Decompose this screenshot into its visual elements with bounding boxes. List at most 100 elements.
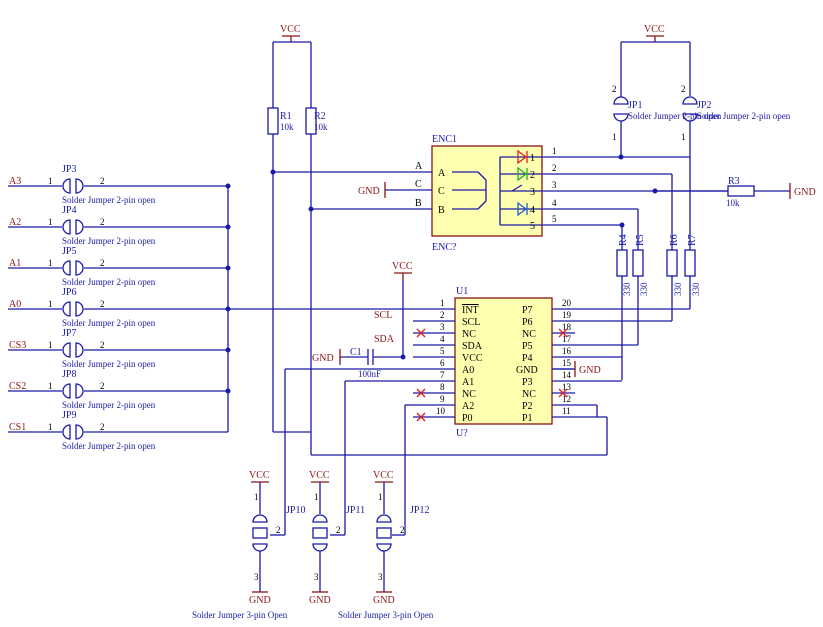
u1-name-p6: P6 (522, 317, 533, 328)
u1-comment: U? (456, 428, 468, 439)
jp11-pin1: 1 (314, 492, 319, 502)
jumper-jp4: A2 JP4 Solder Jumper 2-pin open 1 2 (8, 205, 231, 246)
u1-name-p4: P4 (522, 353, 533, 364)
enc-inner-b: B (438, 205, 445, 216)
r1-designator: R1 (280, 111, 292, 122)
nc-markers (416, 328, 568, 422)
jumper-jp1: JP1 Solder Jumper 2-pin open 2 1 (612, 84, 722, 157)
jp9-pin2: 2 (100, 422, 105, 432)
enc-pin-5-inner: 5 (530, 221, 535, 232)
u1-name-int: INT (462, 305, 479, 316)
u1-pin-5: 5 (440, 346, 445, 356)
u1-name-gnd: GND (516, 365, 538, 376)
r7-value: 330 (691, 282, 701, 296)
u1-name-p1: P1 (522, 413, 533, 424)
net-a0: A0 (9, 299, 21, 310)
r7-designator: R7 (687, 234, 698, 246)
jp7-label: Solder Jumper 2-pin open (62, 359, 156, 369)
resistor-r2: R2 10k (305, 107, 328, 135)
jp10-designator: JP10 (286, 505, 305, 516)
resistor-r1: R1 10k (267, 107, 294, 135)
jp9-label: Solder Jumper 2-pin open (62, 441, 156, 451)
jp3-pin2: 2 (100, 176, 105, 186)
enc-pin-3: 3 (552, 180, 557, 190)
u1-pin-3: 3 (440, 322, 445, 332)
u1-pin-14: 14 (562, 370, 572, 380)
c1-designator: C1 (350, 347, 362, 358)
u1-name-nc3: NC (462, 329, 476, 340)
bottom-label-2: Solder Jumper 3-pin Open (338, 610, 434, 620)
resistor-r6: R6 330 (666, 234, 683, 296)
enc1-designator: ENC1 (432, 134, 457, 145)
jp6-pin1: 1 (48, 299, 53, 309)
r2-value: 10k (314, 122, 328, 132)
jp7-pin2: 2 (100, 340, 105, 350)
enc-pin-5: 5 (552, 214, 557, 224)
ic-left-pins: 1 2 3 4 5 6 7 8 9 10 INT SCL NC SDA VCC … (413, 298, 483, 424)
jp12-pin3: 3 (378, 572, 383, 582)
vcc-top-right-label: VCC (644, 24, 665, 35)
ic-u1: U1 U? (454, 286, 553, 439)
vcc-top-right: VCC (644, 24, 665, 42)
jp12-pin2: 2 (400, 525, 405, 535)
u1-pin-2: 2 (440, 310, 445, 320)
u1-pin-13: 13 (562, 382, 572, 392)
net-a2: A2 (9, 217, 21, 228)
jp4-pin2: 2 (100, 217, 105, 227)
u1-pin-8: 8 (440, 382, 445, 392)
jp2-pin2: 2 (681, 84, 686, 94)
vcc-top-left-label: VCC (280, 24, 301, 35)
u1-name-p5: P5 (522, 341, 533, 352)
jp11-gnd: GND (309, 595, 331, 606)
net-a3: A3 (9, 176, 21, 187)
gnd-r3-label: GND (794, 187, 816, 198)
ic-right-pins: 20 19 18 17 16 15 14 13 12 11 P7 P6 NC P… (516, 298, 690, 424)
gnd-enc-label: GND (358, 186, 380, 197)
enc-pin-a: A (415, 161, 423, 172)
r6-designator: R6 (669, 234, 680, 246)
jp8-label: Solder Jumper 2-pin open (62, 400, 156, 410)
r6-value: 330 (673, 282, 683, 296)
u1-pin-20: 20 (562, 298, 572, 308)
r5-value: 330 (639, 282, 649, 296)
jp6-pin2: 2 (100, 299, 105, 309)
jp3-label: Solder Jumper 2-pin open (62, 195, 156, 205)
jp4-label: Solder Jumper 2-pin open (62, 236, 156, 246)
u1-pin-15: 15 (562, 358, 572, 368)
jp2-designator: JP2 (697, 100, 711, 111)
net-cs1: CS1 (9, 422, 26, 433)
jumper-jp9: CS1 JP9 Solder Jumper 2-pin open 1 2 (8, 410, 228, 451)
u1-pin-19: 19 (562, 310, 572, 320)
jp4-pin1: 1 (48, 217, 53, 227)
u1-pin-6: 6 (440, 358, 445, 368)
vcc-ic: VCC (392, 261, 413, 280)
jp9-designator: JP9 (62, 410, 76, 421)
jp5-pin1: 1 (48, 258, 53, 268)
jumper-jp2: JP2 Solder Jumper 2-pin open 2 1 (681, 84, 791, 157)
jp12-pin1: 1 (378, 492, 383, 502)
u1-name-p3: P3 (522, 377, 533, 388)
u1-pin-1: 1 (440, 298, 445, 308)
jp8-pin1: 1 (48, 381, 53, 391)
r3-value: 10k (726, 198, 740, 208)
enc-pin-2-inner: 2 (530, 170, 535, 181)
jp12-designator: JP12 (410, 505, 429, 516)
jp6-label: Solder Jumper 2-pin open (62, 318, 156, 328)
resistor-r4: R4 330 (616, 234, 632, 296)
u1-name-vcc: VCC (462, 353, 483, 364)
jp11-vcc: VCC (309, 470, 330, 481)
jp10-gnd: GND (249, 595, 271, 606)
jp12-gnd: GND (373, 595, 395, 606)
jp5-label: Solder Jumper 2-pin open (62, 277, 156, 287)
jp9-pin1: 1 (48, 422, 53, 432)
u1-pin-10: 10 (436, 406, 446, 416)
u1-name-nc8: NC (462, 389, 476, 400)
enc-pin-2: 2 (552, 163, 557, 173)
enc-pin-1-inner: 1 (530, 153, 535, 164)
enc1-comment: ENC? (432, 242, 457, 253)
jp10-vcc: VCC (249, 470, 270, 481)
r4-value: 330 (622, 282, 632, 296)
u1-pin-4: 4 (440, 334, 445, 344)
u1-name-p0: P0 (462, 413, 473, 424)
u1-name-a1: A1 (462, 377, 474, 388)
